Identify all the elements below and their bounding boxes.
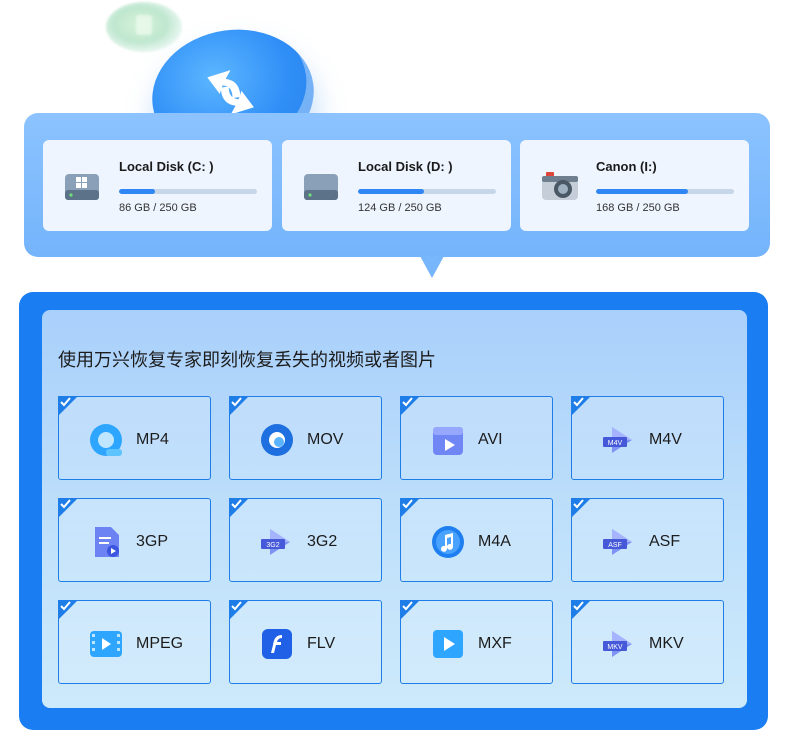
- checkmark-icon: [231, 499, 242, 509]
- drive-usage-fill: [358, 189, 425, 194]
- 3g2-icon: 3G2: [260, 525, 294, 559]
- checkmark-icon: [60, 397, 71, 407]
- drive-usage-bar: [119, 189, 257, 194]
- drive-card-d[interactable]: Local Disk (D: ) 124 GB / 250 GB: [282, 140, 511, 231]
- selected-corner: [229, 498, 249, 518]
- drive-name: Canon (I:): [596, 159, 657, 174]
- checkmark-icon: [573, 397, 584, 407]
- format-label: MPEG: [136, 635, 184, 652]
- format-label: ASF: [649, 533, 681, 550]
- checkmark-icon: [231, 397, 242, 407]
- svg-text:MKV: MKV: [607, 644, 623, 651]
- format-label: FLV: [307, 635, 336, 652]
- format-card-mxf[interactable]: MXF: [400, 600, 553, 684]
- selected-corner: [400, 396, 420, 416]
- checkmark-icon: [402, 499, 413, 509]
- drive-size: 86 GB / 250 GB: [119, 202, 197, 214]
- format-card-mpeg[interactable]: MPEG: [58, 600, 211, 684]
- format-label: 3G2: [307, 533, 338, 550]
- mov-icon: [260, 423, 294, 457]
- selected-corner: [571, 396, 591, 416]
- mxf-icon: [431, 627, 465, 661]
- format-card-mp4[interactable]: MP4: [58, 396, 211, 480]
- selected-corner: [229, 396, 249, 416]
- format-label: MKV: [649, 635, 684, 652]
- checkmark-icon: [60, 499, 71, 509]
- format-panel-inner: 使用万兴恢复专家即刻恢复丢失的视频或者图片 MP4 MOV AVI M4V M4V 3GP…: [42, 310, 747, 708]
- format-panel: 使用万兴恢复专家即刻恢复丢失的视频或者图片 MP4 MOV AVI M4V M4V 3GP…: [19, 292, 768, 730]
- svg-text:M4V: M4V: [608, 440, 623, 447]
- panel-pointer: [420, 256, 444, 278]
- format-card-mkv[interactable]: MKV MKV: [571, 600, 724, 684]
- format-label: 3GP: [136, 533, 169, 550]
- 3gp-icon: [89, 525, 123, 559]
- format-label: M4A: [478, 533, 511, 550]
- checkmark-icon: [231, 601, 242, 611]
- m4a-icon: [431, 525, 465, 559]
- checkmark-icon: [573, 499, 584, 509]
- svg-text:3G2: 3G2: [266, 542, 279, 549]
- drive-size: 124 GB / 250 GB: [358, 202, 442, 214]
- format-card-3gp[interactable]: 3GP: [58, 498, 211, 582]
- format-card-3g2[interactable]: 3G2 3G2: [229, 498, 382, 582]
- svg-text:ASF: ASF: [608, 542, 622, 549]
- format-label: MXF: [478, 635, 512, 652]
- checkmark-icon: [402, 397, 413, 407]
- drive-usage-fill: [119, 189, 155, 194]
- selected-corner: [58, 600, 78, 620]
- format-card-m4v[interactable]: M4V M4V: [571, 396, 724, 480]
- selected-corner: [229, 600, 249, 620]
- camera-icon: [542, 172, 578, 200]
- drive-selector-panel: Local Disk (C: ) 86 GB / 250 GB Local Di…: [24, 113, 770, 257]
- format-card-flv[interactable]: FLV: [229, 600, 382, 684]
- drive-size: 168 GB / 250 GB: [596, 202, 680, 214]
- mp4-icon: [89, 423, 123, 457]
- mpeg-icon: [89, 627, 123, 661]
- drive-card-c[interactable]: Local Disk (C: ) 86 GB / 250 GB: [43, 140, 272, 231]
- format-label: M4V: [649, 431, 682, 448]
- selected-corner: [400, 498, 420, 518]
- panel-title: 使用万兴恢复专家即刻恢复丢失的视频或者图片: [58, 350, 436, 371]
- drive-card-i[interactable]: Canon (I:) 168 GB / 250 GB: [520, 140, 749, 231]
- hard-drive-icon: [304, 174, 338, 200]
- selected-corner: [58, 498, 78, 518]
- drive-usage-bar: [596, 189, 734, 194]
- format-card-avi[interactable]: AVI: [400, 396, 553, 480]
- mkv-icon: MKV: [602, 627, 636, 661]
- format-label: MOV: [307, 431, 344, 448]
- avi-icon: [431, 423, 465, 457]
- format-card-mov[interactable]: MOV: [229, 396, 382, 480]
- drive-usage-fill: [596, 189, 689, 194]
- format-card-m4a[interactable]: M4A: [400, 498, 553, 582]
- floating-badge-icon: [106, 2, 182, 52]
- flv-icon: [260, 627, 294, 661]
- format-label: AVI: [478, 431, 503, 448]
- format-card-asf[interactable]: ASF ASF: [571, 498, 724, 582]
- checkmark-icon: [573, 601, 584, 611]
- asf-icon: ASF: [602, 525, 636, 559]
- drive-usage-bar: [358, 189, 496, 194]
- selected-corner: [58, 396, 78, 416]
- checkmark-icon: [60, 601, 71, 611]
- drive-name: Local Disk (D: ): [358, 159, 453, 174]
- selected-corner: [400, 600, 420, 620]
- drive-name: Local Disk (C: ): [119, 159, 214, 174]
- checkmark-icon: [402, 601, 413, 611]
- app-logo-icon: [143, 19, 323, 171]
- format-label: MP4: [136, 431, 169, 448]
- selected-corner: [571, 600, 591, 620]
- m4v-icon: M4V: [602, 423, 636, 457]
- selected-corner: [571, 498, 591, 518]
- windows-drive-icon: [65, 174, 99, 200]
